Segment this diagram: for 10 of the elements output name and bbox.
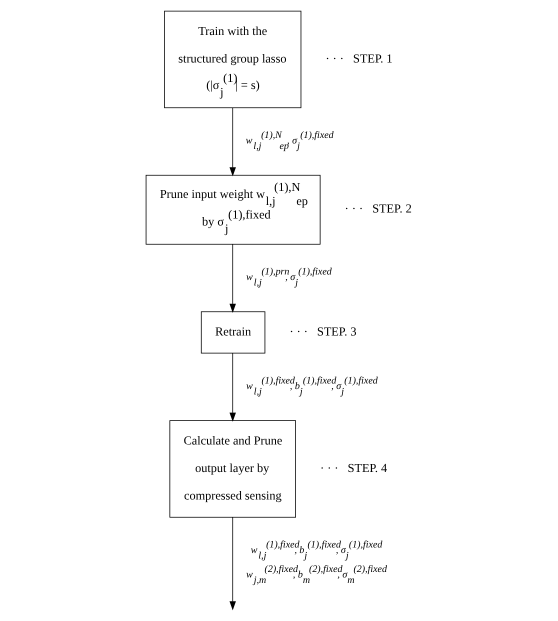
node-label: · · · STEP. 4 — [320, 460, 387, 475]
node-label: · · · STEP. 2 — [344, 202, 412, 216]
arrow — [229, 516, 236, 610]
arrow — [229, 352, 236, 422]
node-box: Calculate and Prune output layer by compressed sensing — [168, 420, 296, 518]
node-label: · · · STEP. 1 — [325, 51, 392, 66]
node-box: Retrain — [200, 311, 265, 354]
arrow — [229, 107, 236, 176]
arrow — [229, 244, 236, 313]
node-label: · · · STEP. 3 — [288, 324, 356, 338]
